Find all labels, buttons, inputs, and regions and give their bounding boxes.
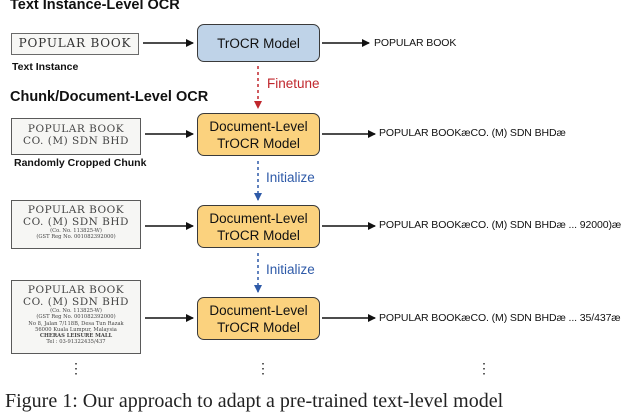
text-instance-image: POPULAR BOOK	[11, 33, 139, 55]
model-line1: Document-Level	[209, 210, 308, 226]
chunk-receipt-image: POPULAR BOOK CO. (M) SDN BHD	[11, 118, 141, 155]
document-trocr-model-box-3: Document-Level TrOCR Model	[197, 297, 320, 340]
model-line2: TrOCR Model	[217, 135, 300, 151]
receipt-small-line: (Co. No. 113825-W)	[50, 308, 102, 314]
document-receipt-image-2: POPULAR BOOK CO. (M) SDN BHD (Co. No. 11…	[11, 280, 141, 354]
receipt-small-line: CHERAS LEISURE MALL	[39, 333, 113, 340]
model-line2: TrOCR Model	[217, 319, 300, 335]
initialize-label-1: Initialize	[266, 170, 315, 185]
model-line2: TrOCR Model	[217, 227, 300, 243]
output-row4: POPULAR BOOKæCO. (M) SDN BHDæ ... 35/437…	[379, 312, 621, 324]
finetune-label: Finetune	[267, 76, 320, 91]
model-line1: Document-Level	[209, 302, 308, 318]
trocr-model-label: TrOCR Model	[217, 35, 300, 51]
output-row1: POPULAR BOOK	[374, 37, 457, 49]
ellipsis-right: ⋮	[477, 360, 491, 376]
section-title-text-instance: Text Instance-Level OCR	[10, 0, 180, 13]
receipt-small-line: No 8, Jalan 7/118B, Desa Tun Razak	[28, 320, 124, 327]
chunk-caption: Randomly Cropped Chunk	[14, 157, 147, 169]
output-row2: POPULAR BOOKæCO. (M) SDN BHDæ	[379, 127, 566, 139]
receipt-small-line: Tel : 03-91322435/437	[46, 339, 106, 346]
receipt-line: POPULAR BOOK	[27, 123, 125, 135]
receipt-line: CO. (M) SDN BHD	[23, 135, 129, 147]
document-trocr-model-box-2: Document-Level TrOCR Model	[197, 205, 320, 248]
ellipsis-left: ⋮	[69, 360, 83, 376]
output-row3: POPULAR BOOKæCO. (M) SDN BHDæ ... 92000)…	[379, 219, 622, 231]
receipt-line: CO. (M) SDN BHD	[23, 296, 129, 308]
receipt-line: CO. (M) SDN BHD	[23, 216, 129, 228]
receipt-small-line: (Co. No. 113825-W)	[50, 228, 102, 234]
receipt-small-line: (GST Reg No. 001082392000)	[36, 314, 116, 321]
text-instance-caption: Text Instance	[12, 61, 79, 73]
model-line1: Document-Level	[209, 118, 308, 134]
trocr-model-box: TrOCR Model	[197, 24, 320, 62]
document-trocr-model-box-1: Document-Level TrOCR Model	[197, 113, 320, 156]
receipt-line: POPULAR BOOK	[27, 284, 125, 296]
ellipsis-middle: ⋮	[256, 360, 270, 376]
section-title-chunk-document: Chunk/Document-Level OCR	[10, 89, 209, 105]
receipt-small-line: 56000 Kuala Lumpur, Malaysia	[35, 326, 117, 333]
receipt-small-line: (GST Reg No. 001082392000)	[36, 234, 116, 241]
receipt-line: POPULAR BOOK	[27, 204, 125, 216]
document-receipt-image-1: POPULAR BOOK CO. (M) SDN BHD (Co. No. 11…	[11, 200, 141, 249]
initialize-label-2: Initialize	[266, 262, 315, 277]
